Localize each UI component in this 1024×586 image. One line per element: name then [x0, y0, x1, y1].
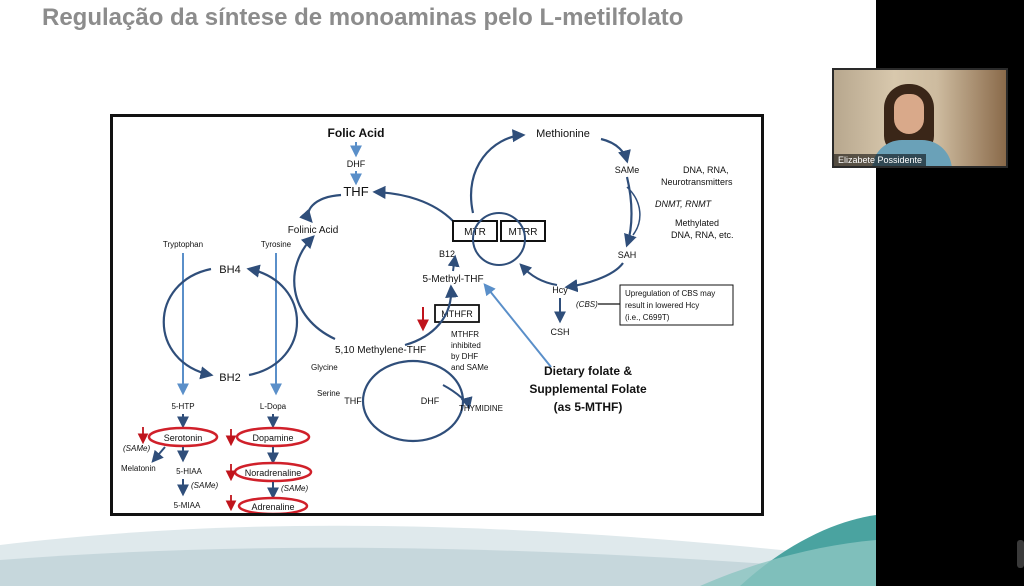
tryptophan-label: Tryptophan [163, 240, 203, 249]
pathway-diagram: Folic Acid DHF THF Folinic Acid Methioni… [121, 126, 734, 513]
mtrr-label: MTRR [509, 227, 538, 238]
serotonin-highlight [147, 426, 219, 448]
to-methionine-arrow [470, 129, 526, 214]
adrenaline-highlight [237, 496, 309, 513]
participant-face [894, 94, 924, 134]
dietary-folate-line2: Supplemental Folate [529, 382, 647, 396]
csh-label: CSH [550, 327, 569, 337]
folinic-methylene-arrow [293, 235, 336, 340]
methylated-dna-label: DNA, RNA, etc. [671, 230, 734, 240]
tyrosine-label: Tyrosine [261, 240, 292, 249]
mthfr-note-line1: MTHFR [451, 330, 479, 339]
participant-video-tile[interactable]: Elizabete Possidente [832, 68, 1008, 168]
bh2-label: BH2 [219, 372, 240, 384]
same-label: SAMe [615, 165, 640, 175]
5htp-label: 5-HTP [171, 402, 194, 411]
methionine-to-same-arrow [600, 137, 631, 164]
folinic-acid-label: Folinic Acid [288, 225, 339, 236]
mtr-to-thf-arrow [372, 185, 454, 222]
methionine-label: Methionine [536, 128, 590, 140]
dhf-bottom-label: DHF [421, 396, 440, 406]
methylene-to-methylthf-arrow [404, 284, 459, 347]
adrenaline-label: Adrenaline [251, 502, 294, 512]
to-thymidine-arrow [442, 384, 473, 410]
5miaa-label: 5-MIAA [174, 501, 201, 510]
participant-name: Elizabete Possidente [834, 154, 927, 166]
b12-cycle-ring [472, 212, 526, 266]
dietary-folate-line3: (as 5-MTHF) [554, 400, 623, 414]
mthfr-note-line3: by DHF [451, 352, 478, 361]
sidebar-scroll-handle[interactable] [1017, 540, 1024, 568]
neurotransmitters-label: Neurotransmitters [661, 177, 733, 187]
ldopa-label: L-Dopa [260, 402, 287, 411]
methyl-thf-label: 5-Methyl-THF [422, 274, 483, 285]
mtr-label: MTR [464, 227, 486, 238]
dietary-folate-arrow [483, 283, 552, 368]
bh4-bh2-left-arrow [162, 267, 214, 380]
methylation-curve [626, 186, 641, 236]
glycine-label: Glycine [311, 363, 338, 372]
dnmt-rnmt-label: DNMT, RNMT [655, 199, 713, 209]
thf-bottom-label: THF [344, 396, 362, 406]
slide-title: Regulação da síntese de monoaminas pelo … [42, 4, 684, 31]
mthfr-note-line4: and SAMe [451, 363, 489, 372]
bh2-bh4-right-arrow [246, 264, 298, 377]
decorative-swoosh [0, 515, 876, 586]
bh4-label: BH4 [219, 264, 240, 276]
serotonin-same-label: (SAMe) [123, 444, 150, 453]
thf-top-label: THF [343, 184, 368, 199]
methylthf-to-mtr-arrow [447, 254, 460, 272]
mthfr-label: MTHFR [441, 309, 473, 319]
folic-acid-label: Folic Acid [328, 126, 385, 140]
noradrenaline-same-label: (SAMe) [281, 484, 308, 493]
serotonin-to-melatonin-arrow [151, 446, 166, 463]
dopamine-label: Dopamine [252, 433, 293, 443]
cbs-note-line2: result in lowered Hcy [625, 301, 699, 310]
same-to-sah-arrow [624, 176, 637, 248]
cbs-note-line3: (i.e., C699T) [625, 313, 670, 322]
serotonin-label: Serotonin [164, 433, 203, 443]
cbs-note-box [619, 284, 734, 326]
methylene-thf-label: 5,10 Methylene-THF [335, 345, 426, 356]
dopamine-highlight [235, 426, 311, 448]
mthfr-box [434, 304, 480, 323]
cbs-label: (CBS) [576, 300, 598, 309]
serine-label: Serine [317, 389, 341, 398]
dhf-top-label: DHF [347, 159, 366, 169]
5hiaa-same-label: (SAMe) [191, 481, 218, 490]
sah-label: SAH [618, 250, 637, 260]
melatonin-label: Melatonin [121, 464, 156, 473]
hcy-to-mtr-arrow [519, 263, 558, 286]
thymidine-cycle-ring [361, 359, 465, 443]
methylated-label: Methylated [675, 218, 719, 228]
b12-label: B12 [439, 249, 455, 259]
dietary-folate-line1: Dietary folate & [544, 364, 632, 378]
mthfr-note-line2: inhibited [451, 341, 481, 350]
dna-rna-label: DNA, RNA, [683, 165, 729, 175]
5hiaa-label: 5-HIAA [176, 467, 202, 476]
folate-pathway-figure: Folic Acid DHF THF Folinic Acid Methioni… [110, 114, 764, 516]
thymidine-label: THYMIDINE [459, 404, 503, 413]
noradrenaline-label: Noradrenaline [245, 468, 302, 478]
thf-to-folinic-arrow [299, 193, 342, 223]
sah-to-hcy-arrow [564, 262, 624, 293]
presentation-slide: Regulação da síntese de monoaminas pelo … [0, 4, 876, 586]
hcy-label: Hcy [552, 285, 568, 295]
cbs-note-line1: Upregulation of CBS may [625, 289, 715, 298]
